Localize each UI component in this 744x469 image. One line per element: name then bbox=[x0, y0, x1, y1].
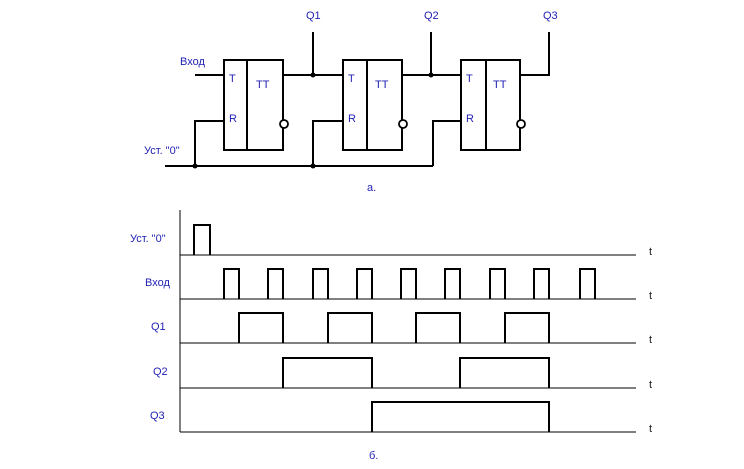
time-axis-label: t bbox=[649, 379, 652, 391]
timing-pulse bbox=[579, 268, 596, 299]
circuit-caption: а. bbox=[367, 182, 376, 194]
flipflop-3 bbox=[460, 59, 521, 151]
ff3-name: TT bbox=[493, 79, 507, 91]
timing-pulse bbox=[489, 268, 506, 299]
ff1-t-label: T bbox=[229, 73, 236, 85]
ff2-r-label: R bbox=[348, 113, 356, 125]
signal-label: Q1 bbox=[151, 321, 166, 333]
flipflop-1 bbox=[223, 59, 284, 151]
timing-pulse bbox=[504, 312, 550, 343]
timing-pulse bbox=[327, 312, 373, 343]
input-label: Вход bbox=[180, 56, 205, 68]
timing-pulse bbox=[238, 312, 284, 343]
timing-pulse bbox=[312, 268, 329, 299]
timing-pulse bbox=[193, 224, 211, 255]
signal-label: Q2 bbox=[153, 366, 168, 378]
signal-label: Уст. "0" bbox=[130, 233, 166, 245]
q3-wire bbox=[520, 32, 550, 76]
timing-pulse bbox=[444, 268, 461, 299]
time-axis-label: t bbox=[649, 246, 652, 258]
inverted-output-1 bbox=[279, 119, 289, 129]
timing-pulse bbox=[282, 357, 373, 388]
circuit-labels: Вход Уст. "0" Q1 Q2 Q3 T R TT T R TT T R… bbox=[144, 10, 558, 194]
junction-dot bbox=[310, 163, 316, 169]
inverted-output-2 bbox=[398, 119, 408, 129]
ff3-r-label: R bbox=[466, 113, 474, 125]
signal-label: Q3 bbox=[150, 410, 165, 422]
timing-pulse bbox=[371, 401, 550, 432]
q2-label: Q2 bbox=[424, 10, 439, 22]
timing-pulse bbox=[459, 357, 550, 388]
junction-dot bbox=[310, 72, 316, 78]
flipflop-2 bbox=[342, 59, 403, 151]
ff1-name: TT bbox=[256, 79, 270, 91]
reset-wire-1 bbox=[194, 120, 224, 166]
signal-label: Вход bbox=[145, 277, 170, 289]
q1-label: Q1 bbox=[306, 10, 321, 22]
circuit-schematic bbox=[165, 32, 550, 169]
ff2-name: TT bbox=[375, 79, 389, 91]
reset-wire-3 bbox=[432, 120, 461, 166]
time-axis-label: t bbox=[649, 290, 652, 302]
timing-pulse bbox=[400, 268, 417, 299]
timing-caption: б. bbox=[369, 450, 378, 462]
reset-label: Уст. "0" bbox=[144, 145, 180, 157]
ff2-t-label: T bbox=[348, 73, 355, 85]
timing-pulse bbox=[223, 268, 240, 299]
timing-pulse bbox=[415, 312, 461, 343]
ff1-r-label: R bbox=[229, 113, 237, 125]
junction-dot bbox=[192, 163, 198, 169]
time-axis-label: t bbox=[649, 423, 652, 435]
inverted-output-3 bbox=[516, 119, 526, 129]
reset-wire-2 bbox=[312, 120, 343, 166]
time-axis-label: t bbox=[649, 334, 652, 346]
timing-pulse bbox=[356, 268, 373, 299]
timing-pulse bbox=[533, 268, 550, 299]
ff3-t-label: T bbox=[466, 73, 473, 85]
timing-pulse bbox=[267, 268, 284, 299]
junction-dot bbox=[428, 72, 434, 78]
q3-label: Q3 bbox=[543, 10, 558, 22]
